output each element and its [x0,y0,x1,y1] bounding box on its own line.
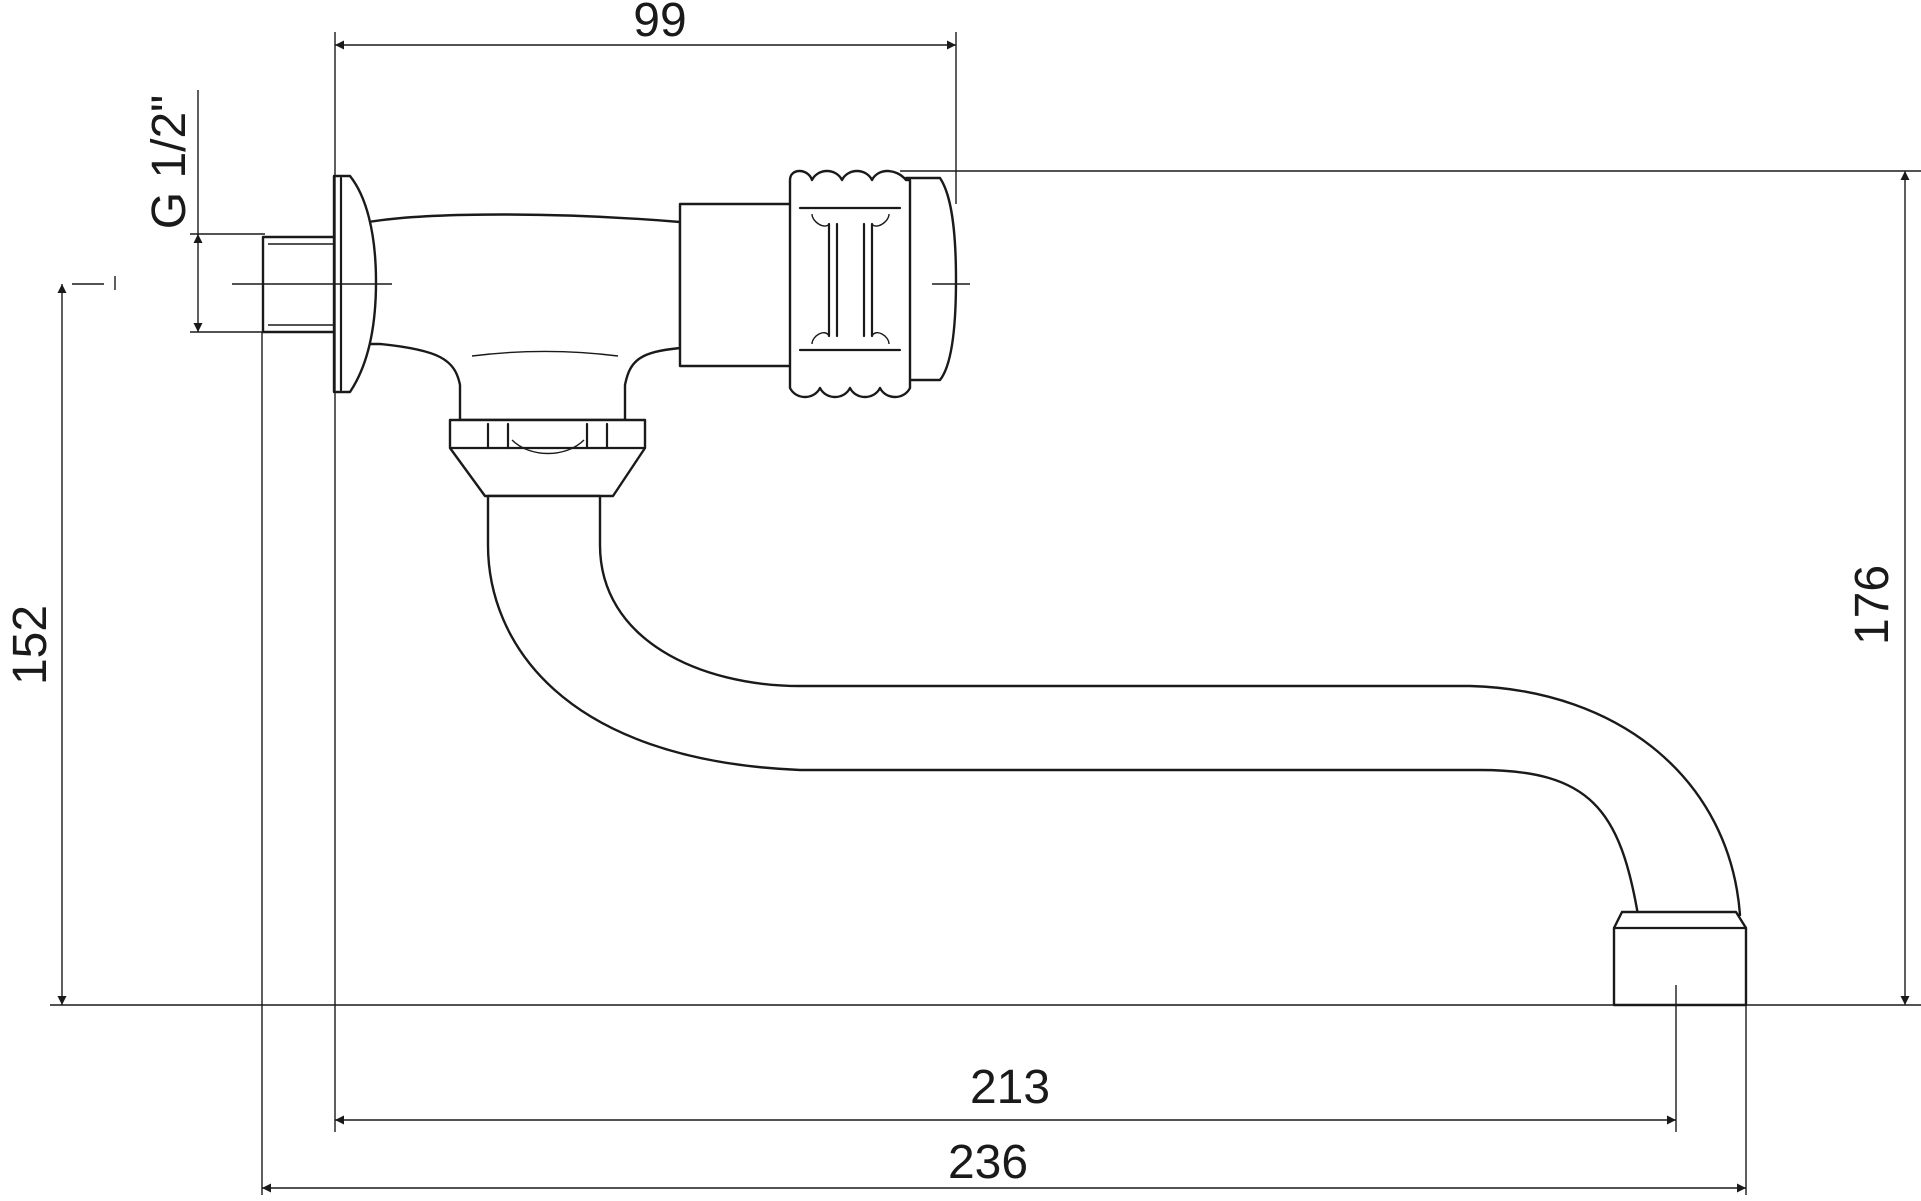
knurled-ring [788,169,912,399]
dim-reach-label: 213 [970,1061,1050,1114]
push-button [904,176,958,382]
dim-left-height-label: 152 [4,605,57,685]
aerator [1612,910,1748,1007]
dim-right-height-label: 176 [1846,565,1899,645]
center-lines [232,283,1677,1022]
faucet-body [261,169,1748,1007]
dimension-labels: 99 G 1/2" 152 176 213 236 [4,0,1899,1189]
dim-top-width-label: 99 [633,0,686,47]
valve-housing [678,202,800,368]
dim-thread-label: G 1/2" [143,95,196,229]
valve-body [366,213,682,422]
dim-overall-label: 236 [948,1136,1028,1189]
dimension-lines [57,40,1910,1193]
extension-lines [50,32,1921,1195]
spout-pipe [486,494,1742,917]
hex-nut [448,418,647,498]
